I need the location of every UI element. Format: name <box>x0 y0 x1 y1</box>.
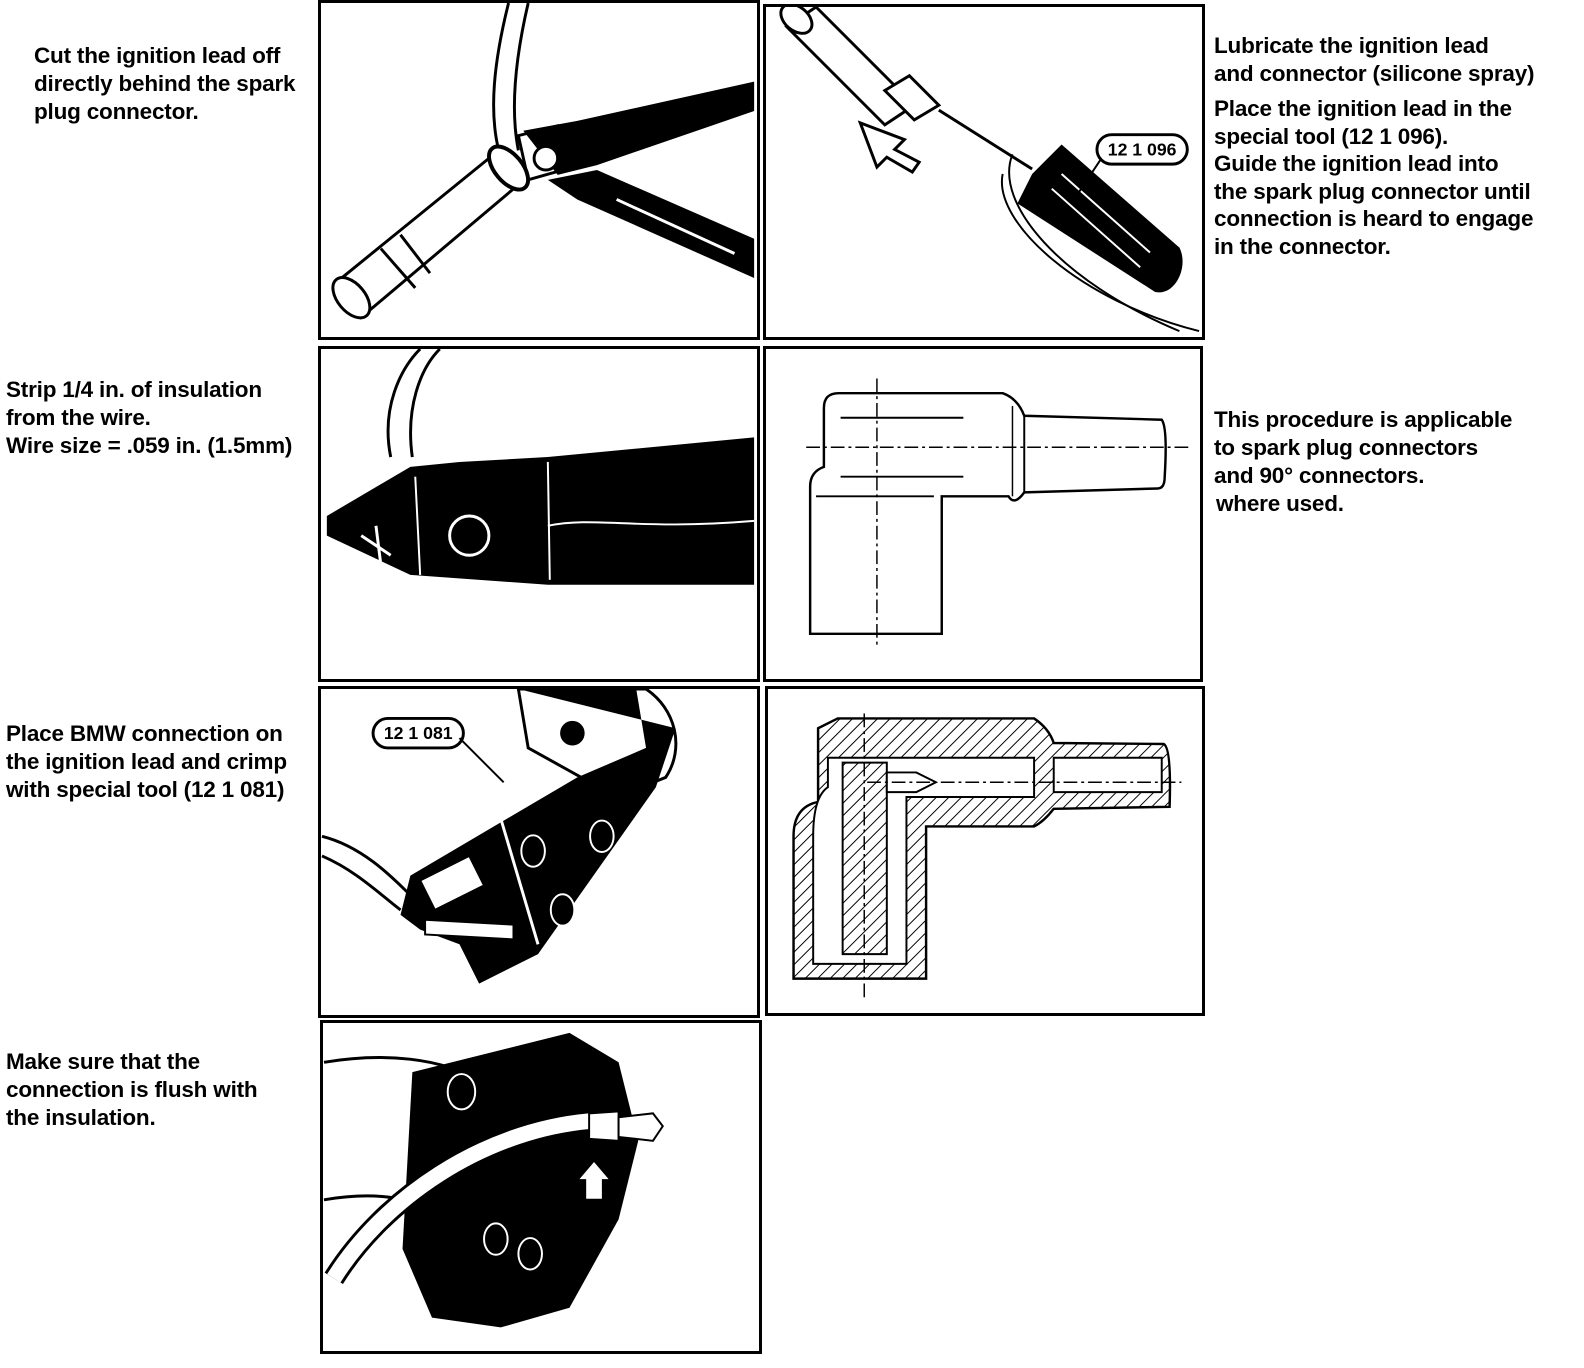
stripping-pliers-illustration <box>318 346 760 682</box>
tool-081-callout <box>371 716 465 750</box>
crimping-tool-drawing: 12 1 081 <box>321 689 678 984</box>
caption-line: connection is heard to engage <box>1214 206 1534 231</box>
caption-line: This procedure is applicable <box>1214 407 1513 432</box>
caption-line: Wire size = .059 in. (1.5mm) <box>6 433 293 458</box>
caption-line: special tool (12 1 096). <box>1214 123 1449 149</box>
caption-line: and connector (silicone spray) <box>1214 60 1535 86</box>
tool-096-callout <box>1095 133 1189 166</box>
flush-check-illustration <box>320 1020 762 1354</box>
caption-line: the insulation. <box>6 1105 156 1130</box>
caption-line: with special tool (12 1 081) <box>6 777 285 802</box>
caption-line: Strip 1/4 in. of insulation <box>6 377 262 402</box>
connector-outline-illustration <box>763 346 1203 682</box>
step-cut-caption: Cut the ignition lead off directly behin… <box>34 42 296 126</box>
caption-line: directly behind the spark <box>34 71 296 96</box>
step-strip-caption: Strip 1/4 in. of insulation from the wir… <box>6 376 292 460</box>
connector-outline-drawing <box>806 378 1190 649</box>
caption-line: connection is flush with <box>6 1077 258 1102</box>
caption-line: Place BMW connection on <box>6 721 283 746</box>
step-applicable-caption: This procedure is applicable to spark pl… <box>1214 406 1512 518</box>
caption-line: the spark plug connector until <box>1214 178 1531 204</box>
caption-line: where used. <box>1216 491 1344 516</box>
cutting-pliers-illustration <box>318 0 760 340</box>
caption-line: in the connector. <box>1214 233 1391 259</box>
caption-line: the ignition lead and crimp <box>6 749 287 774</box>
tool-081-label: 12 1 081 <box>384 723 453 743</box>
caption-line: from the wire. <box>6 405 151 430</box>
caption-line: Guide the ignition lead into <box>1214 151 1499 176</box>
step-crimp-caption: Place BMW connection on the ignition lea… <box>6 720 287 804</box>
connector-section-drawing <box>792 713 1182 999</box>
caption-line: Place the ignition lead in the <box>1214 96 1512 121</box>
crimping-tool-illustration: 12 1 081 <box>318 686 760 1018</box>
caption-line: Lubricate the ignition lead <box>1214 33 1489 58</box>
step-lubricate-caption: Lubricate the ignition lead and connecto… <box>1214 32 1535 260</box>
caption-line: Make sure that the <box>6 1049 200 1074</box>
caption-line: Cut the ignition lead off <box>34 43 281 68</box>
cutting-pliers-drawing <box>331 3 755 320</box>
caption-line: and 90° connectors. <box>1214 463 1425 488</box>
stripping-pliers-drawing <box>326 349 755 585</box>
insertion-tool-illustration: 12 1 096 <box>763 4 1205 340</box>
flush-check-drawing <box>323 1032 664 1328</box>
step-flush-caption: Make sure that the connection is flush w… <box>6 1048 258 1132</box>
caption-line: plug connector. <box>34 99 199 124</box>
connector-section-illustration <box>765 686 1205 1016</box>
tool-096-label: 12 1 096 <box>1108 139 1177 159</box>
insertion-tool-drawing: 12 1 096 <box>779 7 1200 333</box>
caption-line: to spark plug connectors <box>1214 435 1478 460</box>
